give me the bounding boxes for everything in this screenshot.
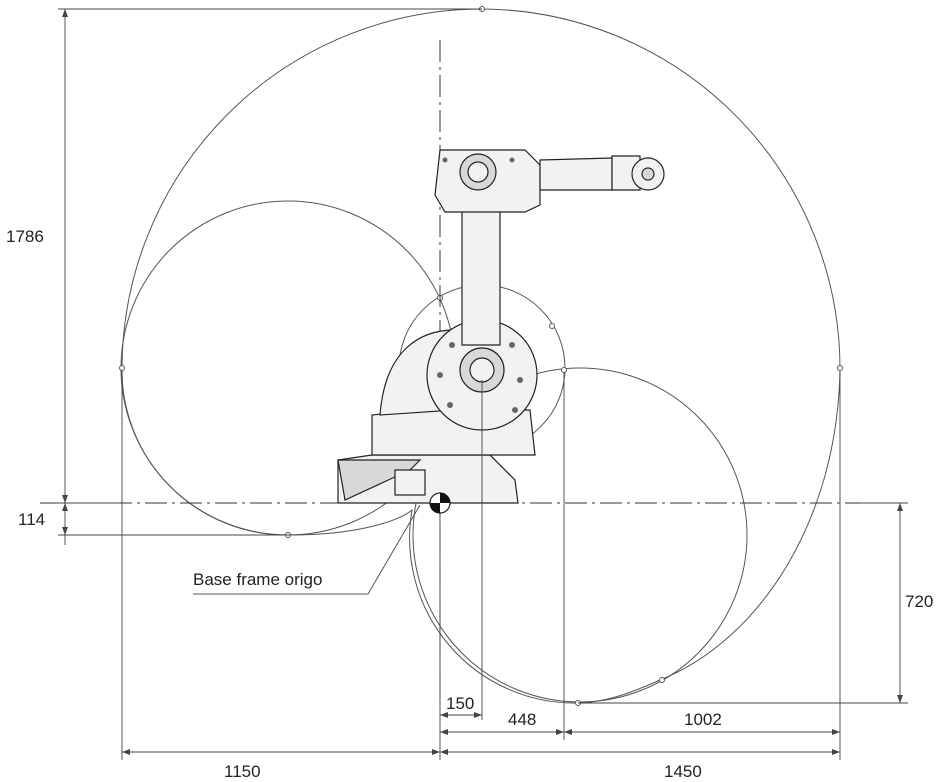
dim-label-left-reach: 1150 xyxy=(224,762,261,781)
dim-label-lower-depth: 720 xyxy=(905,592,934,611)
dim-label-offset-a: 150 xyxy=(446,694,475,713)
dim-label-offset-c: 1002 xyxy=(684,710,722,729)
dim-right-vertical xyxy=(578,502,908,704)
callout-leader xyxy=(193,504,421,595)
dim-left-vertical xyxy=(58,8,482,545)
base-frame-origo-marker xyxy=(429,492,451,514)
dim-label-right-reach: 1450 xyxy=(664,762,702,781)
dim-label-top-height: 1786 xyxy=(6,227,44,246)
outer-reach-envelope xyxy=(121,8,841,704)
base-frame-origo-label: Base frame origo xyxy=(193,570,323,589)
dim-label-offset-b: 448 xyxy=(508,710,537,729)
dim-arrows xyxy=(62,9,903,755)
dim-label-bottom-offset: 114 xyxy=(18,510,46,529)
robot-arm xyxy=(337,149,665,504)
dim-bottom-horizontal xyxy=(121,370,841,760)
